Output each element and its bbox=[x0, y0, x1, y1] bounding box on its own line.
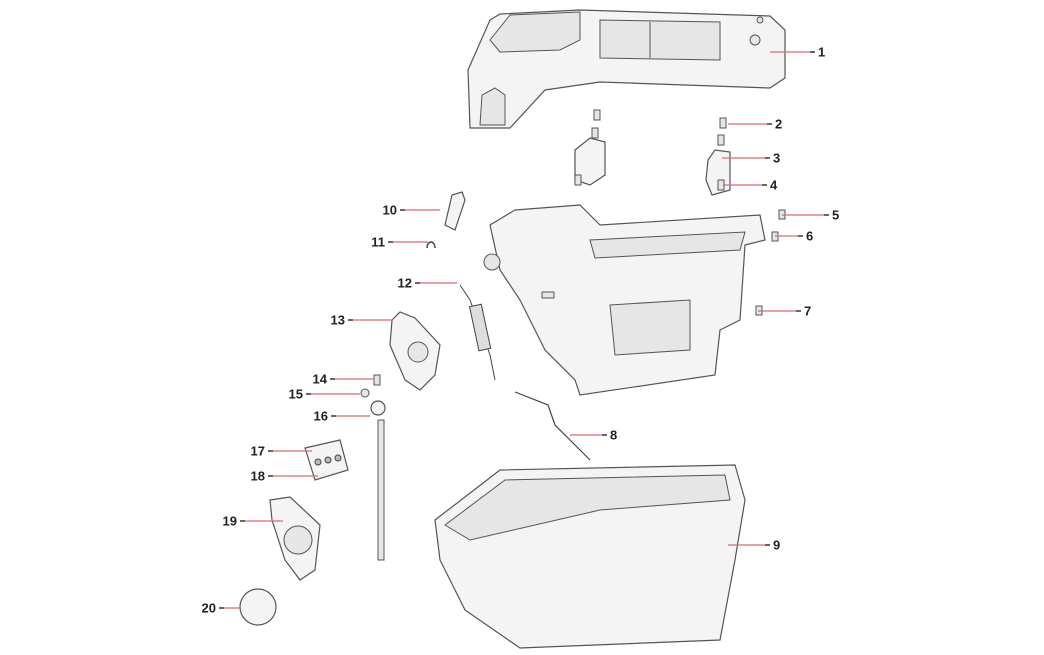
callout-number: 1 bbox=[818, 45, 825, 60]
callout-4: 4 bbox=[723, 178, 778, 193]
part-20-cap bbox=[239, 588, 277, 626]
callout-13: 13 bbox=[331, 313, 393, 328]
callout-9: 9 bbox=[728, 538, 780, 553]
callout-number: 2 bbox=[775, 117, 782, 132]
callout-number: 8 bbox=[610, 428, 617, 443]
callout-number: 5 bbox=[832, 208, 839, 223]
callout-16: 16 bbox=[314, 409, 370, 424]
callout-number: 18 bbox=[251, 469, 265, 484]
callout-5: 5 bbox=[782, 208, 839, 223]
callout-10: 10 bbox=[383, 203, 440, 218]
part-8-wire bbox=[514, 391, 591, 461]
callout-18: 18 bbox=[251, 469, 318, 484]
callout-7: 7 bbox=[758, 304, 811, 319]
callout-number: 20 bbox=[202, 601, 216, 616]
callout-number: 13 bbox=[331, 313, 345, 328]
callout-number: 14 bbox=[313, 372, 328, 387]
callout-number: 9 bbox=[773, 538, 780, 553]
part-17-18-plate bbox=[304, 439, 349, 481]
callout-14: 14 bbox=[313, 372, 373, 387]
callout-12: 12 bbox=[398, 276, 457, 291]
part-13-latch bbox=[389, 311, 441, 391]
callout-number: 12 bbox=[398, 276, 412, 291]
part-12-spring bbox=[459, 284, 496, 381]
part-frame-housing bbox=[483, 204, 766, 396]
part-1-top-cover bbox=[467, 9, 786, 129]
callout-19: 19 bbox=[223, 514, 283, 529]
callout-number: 4 bbox=[770, 178, 778, 193]
callout-number: 15 bbox=[289, 387, 303, 402]
callout-number: 16 bbox=[314, 409, 328, 424]
part-10-pin bbox=[426, 191, 466, 249]
part-19-bezel bbox=[269, 496, 321, 581]
callout-number: 6 bbox=[806, 229, 813, 244]
callout-6: 6 bbox=[775, 229, 813, 244]
callout-number: 17 bbox=[251, 444, 265, 459]
callout-number: 7 bbox=[804, 304, 811, 319]
callout-number: 3 bbox=[773, 151, 780, 166]
callout-8: 8 bbox=[570, 428, 617, 443]
callout-number: 11 bbox=[371, 235, 385, 250]
part-9-bin bbox=[434, 464, 746, 649]
callout-1: 1 bbox=[770, 45, 825, 60]
part-16-rod bbox=[360, 374, 386, 561]
callout-15: 15 bbox=[289, 387, 360, 402]
callout-number: 19 bbox=[223, 514, 237, 529]
callout-2: 2 bbox=[728, 117, 782, 132]
callout-11: 11 bbox=[371, 235, 428, 250]
callout-20: 20 bbox=[202, 601, 240, 616]
callout-17: 17 bbox=[251, 444, 312, 459]
callout-3: 3 bbox=[722, 151, 780, 166]
callout-number: 10 bbox=[383, 203, 397, 218]
